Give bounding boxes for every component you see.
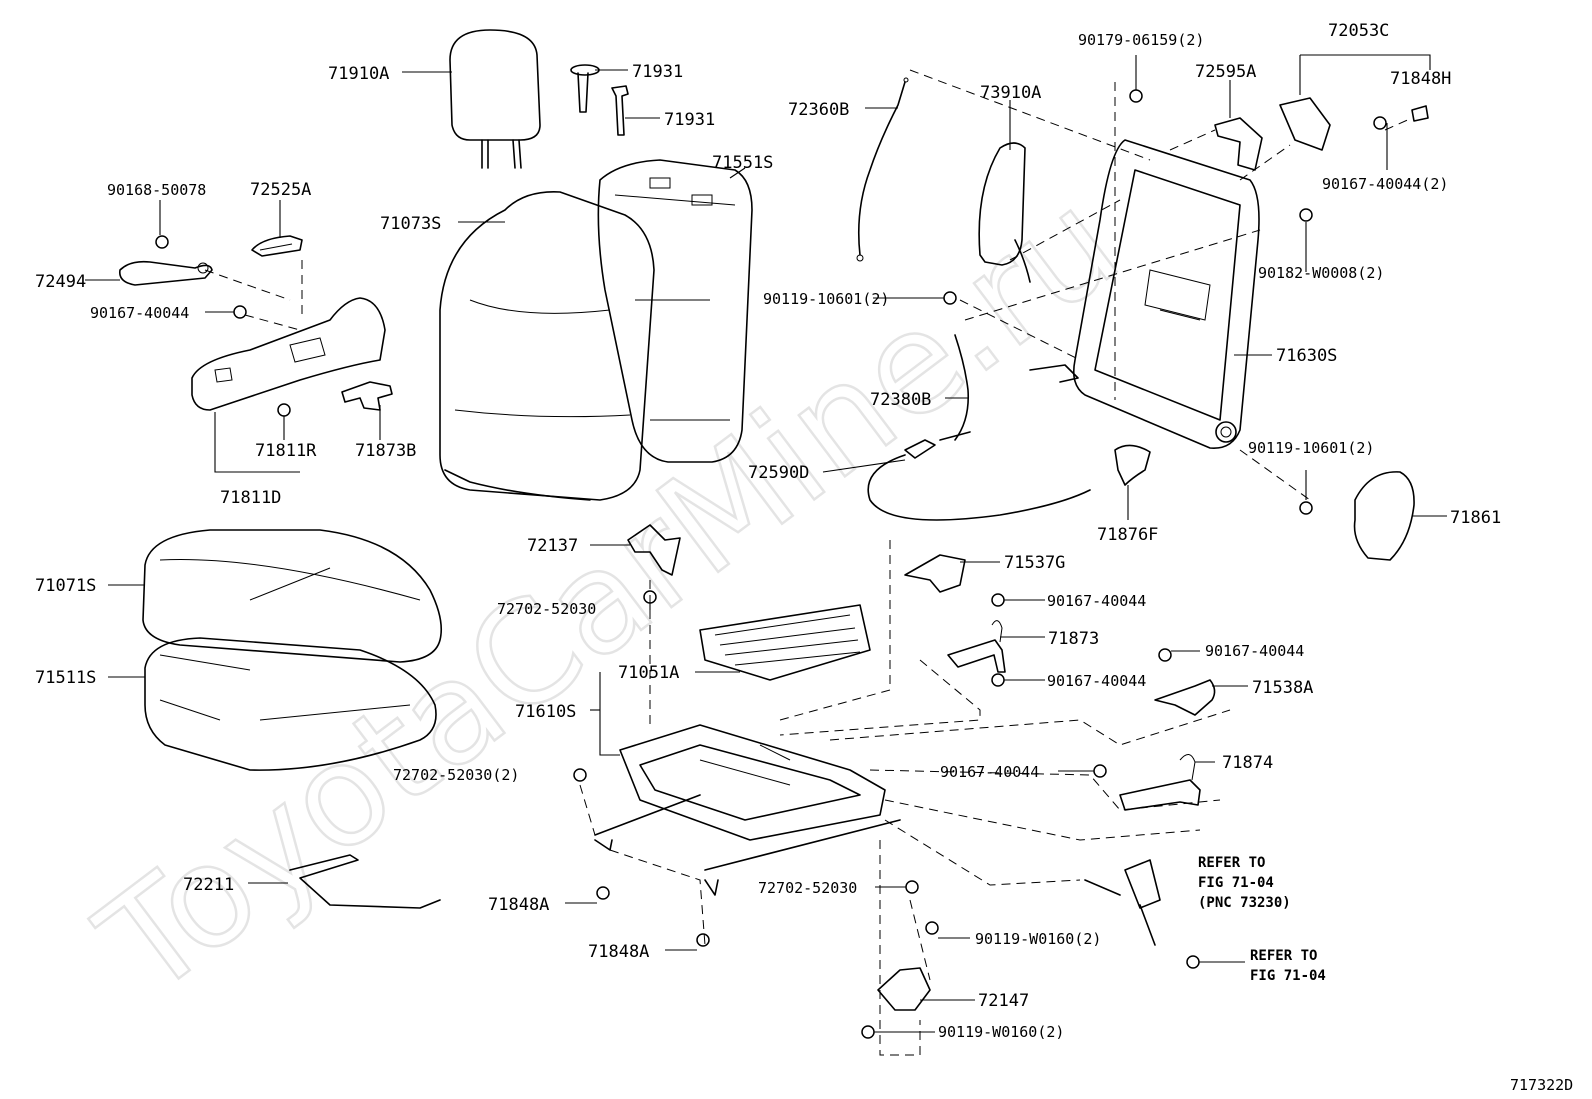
label-72702-52030-lower[interactable]: 72702-52030 bbox=[758, 879, 857, 897]
label-72595a[interactable]: 72595A bbox=[1195, 62, 1256, 82]
cover-71876f-drawing[interactable] bbox=[1114, 444, 1151, 486]
bracket-72595a-drawing[interactable] bbox=[1214, 117, 1263, 171]
label-72137[interactable]: 72137 bbox=[527, 536, 578, 556]
seat-adjuster-drawing[interactable] bbox=[594, 724, 901, 896]
label-90167-40044-mid2[interactable]: 90167-40044 bbox=[1047, 672, 1146, 690]
watermark-text: ToyotaCarMine.ru bbox=[72, 161, 1148, 1028]
label-90182-w0008[interactable]: 90182-W0008(2) bbox=[1258, 264, 1384, 282]
recliner-cover-71861-drawing[interactable] bbox=[1353, 471, 1415, 561]
bracket-72053c-drawing[interactable] bbox=[1279, 97, 1429, 151]
label-72494[interactable]: 72494 bbox=[35, 272, 86, 292]
label-71931-upper[interactable]: 71931 bbox=[632, 62, 683, 82]
label-72525a[interactable]: 72525A bbox=[250, 180, 311, 200]
bracket-71537g-drawing[interactable] bbox=[904, 554, 966, 593]
headrest-guide-drawing[interactable] bbox=[570, 64, 629, 136]
label-72702-52030-mid[interactable]: 72702-52030(2) bbox=[393, 766, 519, 784]
seat-side-shield-drawing[interactable] bbox=[118, 260, 386, 411]
release-cable-lower-drawing[interactable] bbox=[904, 334, 970, 459]
seat-cushion-pad-drawing[interactable] bbox=[144, 637, 437, 771]
label-90167-40044-mid3[interactable]: 90167-40044 bbox=[1205, 642, 1304, 660]
cover-72137-drawing[interactable] bbox=[627, 524, 681, 576]
label-71051a[interactable]: 71051A bbox=[618, 663, 679, 683]
leader-lines bbox=[85, 54, 1447, 1033]
seatbelt-buckle-drawing[interactable] bbox=[1084, 859, 1161, 946]
label-72702-52030-upper[interactable]: 72702-52030 bbox=[497, 600, 596, 618]
label-71848a-lower[interactable]: 71848A bbox=[588, 942, 649, 962]
label-71551s[interactable]: 71551S bbox=[712, 153, 773, 173]
label-72380b[interactable]: 72380B bbox=[870, 390, 931, 410]
label-90167-40044-left[interactable]: 90167-40044 bbox=[90, 304, 189, 322]
seat-springs-drawing[interactable] bbox=[699, 604, 871, 681]
label-72360b[interactable]: 72360B bbox=[788, 100, 849, 120]
bolt-markers bbox=[155, 89, 1387, 1039]
label-71538a[interactable]: 71538A bbox=[1252, 678, 1313, 698]
wire-72211-drawing[interactable] bbox=[289, 854, 441, 909]
label-90119-w0160-upper[interactable]: 90119-W0160(2) bbox=[975, 930, 1101, 948]
lumbar-support-drawing[interactable] bbox=[978, 142, 1031, 283]
label-71537g[interactable]: 71537G bbox=[1004, 553, 1065, 573]
label-90168-50078[interactable]: 90168-50078 bbox=[107, 181, 206, 199]
assembly-dashed-lines bbox=[204, 69, 1413, 1056]
reference-2-line-1: REFER TO bbox=[1250, 948, 1317, 964]
label-73910a[interactable]: 73910A bbox=[980, 83, 1041, 103]
bracket-71538a-drawing[interactable] bbox=[1154, 679, 1216, 716]
headrest-drawing[interactable] bbox=[449, 29, 541, 169]
reference-notes: REFER TO FIG 71-04 (PNC 73230) REFER TO … bbox=[1198, 855, 1326, 984]
reference-1-line-1: REFER TO bbox=[1198, 855, 1265, 871]
label-71848a-upper[interactable]: 71848A bbox=[488, 895, 549, 915]
bracket-71874-drawing[interactable] bbox=[1119, 754, 1201, 811]
cover-72147-drawing[interactable] bbox=[877, 967, 931, 1011]
label-90119-10601-upper[interactable]: 90119-10601(2) bbox=[763, 290, 889, 308]
label-71811d[interactable]: 71811D bbox=[220, 488, 281, 508]
seatback-pad-drawing[interactable] bbox=[597, 159, 753, 463]
label-71931-lower[interactable]: 71931 bbox=[664, 110, 715, 130]
part-labels: 71910A 71931 71931 72360B 73910A 90179-0… bbox=[35, 21, 1501, 1041]
seat-cushion-cover-drawing[interactable] bbox=[142, 529, 443, 663]
release-cable-72590d-drawing[interactable] bbox=[867, 431, 1091, 521]
label-71876f[interactable]: 71876F bbox=[1097, 525, 1158, 545]
label-71811r[interactable]: 71811R bbox=[255, 441, 317, 461]
label-90167-40044-mid4[interactable]: 90167-40044 bbox=[940, 763, 1039, 781]
bracket-71873b-drawing[interactable] bbox=[341, 381, 393, 411]
recliner-knob-drawing[interactable] bbox=[251, 235, 303, 257]
label-72590d[interactable]: 72590D bbox=[748, 463, 809, 483]
label-72147[interactable]: 72147 bbox=[978, 991, 1029, 1011]
label-71630s[interactable]: 71630S bbox=[1276, 346, 1337, 366]
reference-2-line-2: FIG 71-04 bbox=[1250, 968, 1326, 984]
seatback-frame-drawing[interactable] bbox=[1029, 139, 1260, 449]
seatback-cover-drawing[interactable] bbox=[439, 191, 655, 501]
label-71071s[interactable]: 71071S bbox=[35, 576, 96, 596]
label-71610s[interactable]: 71610S bbox=[515, 702, 576, 722]
label-90119-w0160-lower[interactable]: 90119-W0160(2) bbox=[938, 1023, 1064, 1041]
label-90167-40044-top-right[interactable]: 90167-40044(2) bbox=[1322, 175, 1448, 193]
figure-id: 717322D bbox=[1510, 1076, 1573, 1094]
label-71873[interactable]: 71873 bbox=[1048, 629, 1099, 649]
label-71874[interactable]: 71874 bbox=[1222, 753, 1273, 773]
label-71511s[interactable]: 71511S bbox=[35, 668, 96, 688]
label-71848h[interactable]: 71848H bbox=[1390, 69, 1451, 89]
label-72211[interactable]: 72211 bbox=[183, 875, 234, 895]
label-71861[interactable]: 71861 bbox=[1450, 508, 1501, 528]
label-90167-40044-mid1[interactable]: 90167-40044 bbox=[1047, 592, 1146, 610]
label-72053c[interactable]: 72053C bbox=[1328, 21, 1389, 41]
label-71910a[interactable]: 71910A bbox=[328, 64, 389, 84]
label-90119-10601-right[interactable]: 90119-10601(2) bbox=[1248, 439, 1374, 457]
label-71873b[interactable]: 71873B bbox=[355, 441, 416, 461]
reference-1-line-3: (PNC 73230) bbox=[1198, 895, 1291, 911]
release-cable-upper-drawing[interactable] bbox=[856, 77, 909, 262]
label-71073s[interactable]: 71073S bbox=[380, 214, 441, 234]
bracket-71873-drawing[interactable] bbox=[947, 620, 1006, 673]
label-90179-06159[interactable]: 90179-06159(2) bbox=[1078, 31, 1204, 49]
reference-1-line-2: FIG 71-04 bbox=[1198, 875, 1274, 891]
